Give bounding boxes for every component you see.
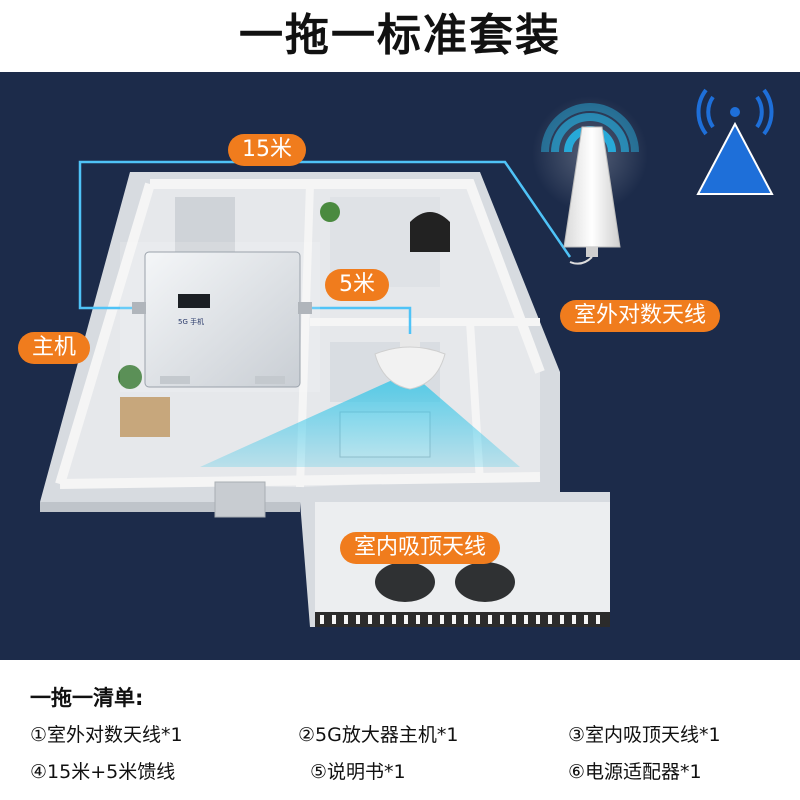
label-outdoor-antenna: 室外对数天线 (560, 300, 721, 332)
label-5m: 5米 (325, 269, 389, 301)
list-item: ⑥电源适配器*1 (568, 761, 702, 783)
package-list: 一拖一清单: ①室外对数天线*1 ②5G放大器主机*1 ③室内吸顶天线*1 ④1… (0, 660, 800, 800)
house-floor (40, 172, 610, 627)
header: 一拖一标准套装 (0, 0, 800, 72)
host-product-label: 5G 手机 (178, 317, 204, 326)
installation-scene: 5G 手机 15米 5米 主 (0, 72, 800, 660)
list-item: ②5G放大器主机*1 (298, 724, 459, 746)
list-title: 一拖一清单: (30, 686, 144, 710)
list-item: ③室内吸顶天线*1 (568, 724, 721, 746)
outdoor-antenna (532, 96, 648, 265)
coverage-beam (200, 372, 520, 467)
house-illustration: 5G 手机 (40, 88, 774, 627)
ceiling-antenna (374, 334, 446, 390)
list-item: ④15米+5米馈线 (30, 761, 176, 783)
amplifier-host: 5G 手机 (120, 242, 320, 392)
list-item: ①室外对数天线*1 (30, 724, 183, 746)
list-item: ⑤说明书*1 (310, 761, 406, 783)
page-title: 一拖一标准套装 (239, 10, 561, 61)
label-indoor-antenna: 室内吸顶天线 (340, 532, 501, 564)
signal-tower-icon (696, 88, 774, 195)
label-15m: 15米 (228, 134, 306, 166)
label-host: 主机 (18, 332, 91, 364)
